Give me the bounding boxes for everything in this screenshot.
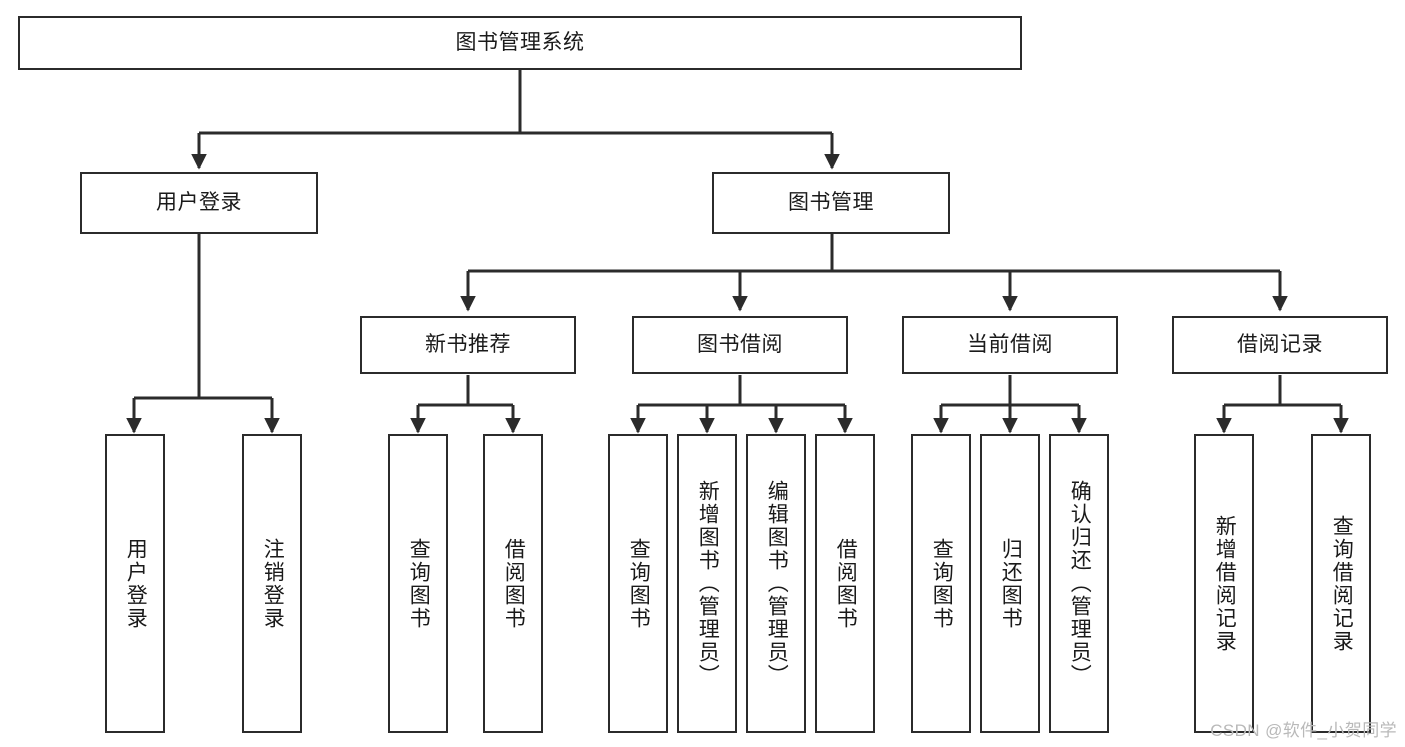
node-book-management[interactable]: 图书管理 — [712, 172, 950, 234]
node-label: 图书管理系统 — [455, 31, 585, 55]
csdn-watermark: CSDN @软件_小贺同学 — [1210, 721, 1397, 740]
node-current-borrow[interactable]: 当前借阅 — [902, 316, 1118, 374]
node-leaf-borrow-book[interactable]: 借阅图书 — [815, 434, 875, 733]
node-leaf-user-login[interactable]: 用户登录 — [105, 434, 165, 733]
node-label: 查询图书 — [407, 537, 431, 630]
node-user-login[interactable]: 用户登录 — [80, 172, 318, 234]
node-leaf-confirm-return-admin[interactable]: 确认归还（管理员） — [1049, 434, 1109, 733]
node-label: 用户登录 — [124, 537, 148, 630]
node-label: 编辑图书（管理员） — [765, 480, 789, 687]
node-label: 图书管理 — [788, 191, 874, 215]
node-leaf-add-borrow-record[interactable]: 新增借阅记录 — [1194, 434, 1254, 733]
node-label: 查询图书 — [627, 537, 651, 630]
node-leaf-borrow-book-recommend[interactable]: 借阅图书 — [483, 434, 543, 733]
node-label: 借阅记录 — [1237, 333, 1323, 357]
node-label: 注销登录 — [261, 537, 285, 630]
node-leaf-query-borrow-record[interactable]: 查询借阅记录 — [1311, 434, 1371, 733]
node-borrow-record[interactable]: 借阅记录 — [1172, 316, 1388, 374]
node-label: 当前借阅 — [967, 333, 1053, 357]
node-leaf-query-book-current[interactable]: 查询图书 — [911, 434, 971, 733]
node-new-book-recommend[interactable]: 新书推荐 — [360, 316, 576, 374]
node-label: 新书推荐 — [425, 333, 511, 357]
node-leaf-add-book-admin[interactable]: 新增图书（管理员） — [677, 434, 737, 733]
node-leaf-query-book[interactable]: 查询图书 — [608, 434, 668, 733]
node-leaf-return-book[interactable]: 归还图书 — [980, 434, 1040, 733]
node-label: 借阅图书 — [834, 537, 858, 630]
node-label: 新增借阅记录 — [1213, 514, 1237, 653]
node-label: 查询图书 — [930, 537, 954, 630]
node-label: 图书借阅 — [697, 333, 783, 357]
node-label: 借阅图书 — [502, 537, 526, 630]
node-label: 用户登录 — [156, 191, 242, 215]
node-root-book-management-system[interactable]: 图书管理系统 — [18, 16, 1022, 70]
node-label: 确认归还（管理员） — [1068, 480, 1092, 687]
node-label: 新增图书（管理员） — [696, 480, 720, 687]
node-label: 查询借阅记录 — [1330, 514, 1354, 653]
node-leaf-logout[interactable]: 注销登录 — [242, 434, 302, 733]
node-leaf-query-book-recommend[interactable]: 查询图书 — [388, 434, 448, 733]
node-leaf-edit-book-admin[interactable]: 编辑图书（管理员） — [746, 434, 806, 733]
node-label: 归还图书 — [999, 537, 1023, 630]
node-book-borrow[interactable]: 图书借阅 — [632, 316, 848, 374]
